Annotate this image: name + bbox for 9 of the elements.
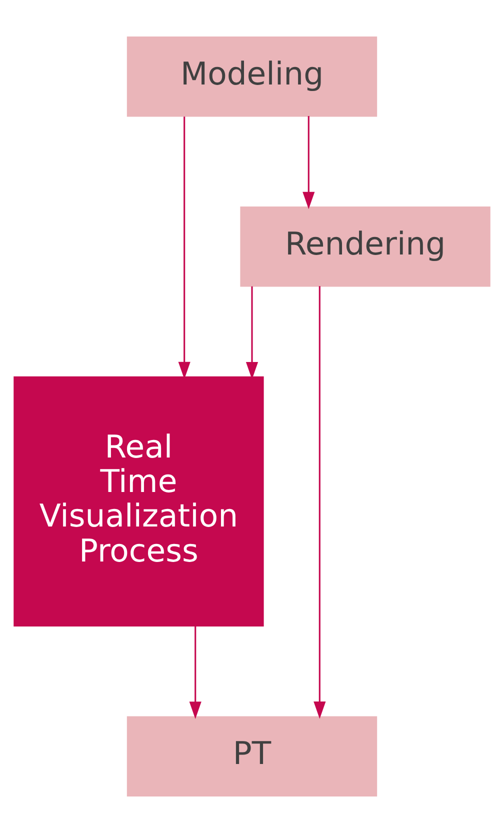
arrow (178, 116, 190, 380)
arrow (246, 286, 258, 380)
arrow (302, 116, 315, 210)
arrow (314, 286, 326, 719)
node-box: Real Time Visualization Process (14, 376, 264, 627)
arrow (189, 626, 202, 719)
node-box: Rendering (240, 206, 490, 287)
node-box: Modeling (126, 36, 378, 117)
node-box: PT (126, 716, 378, 796)
